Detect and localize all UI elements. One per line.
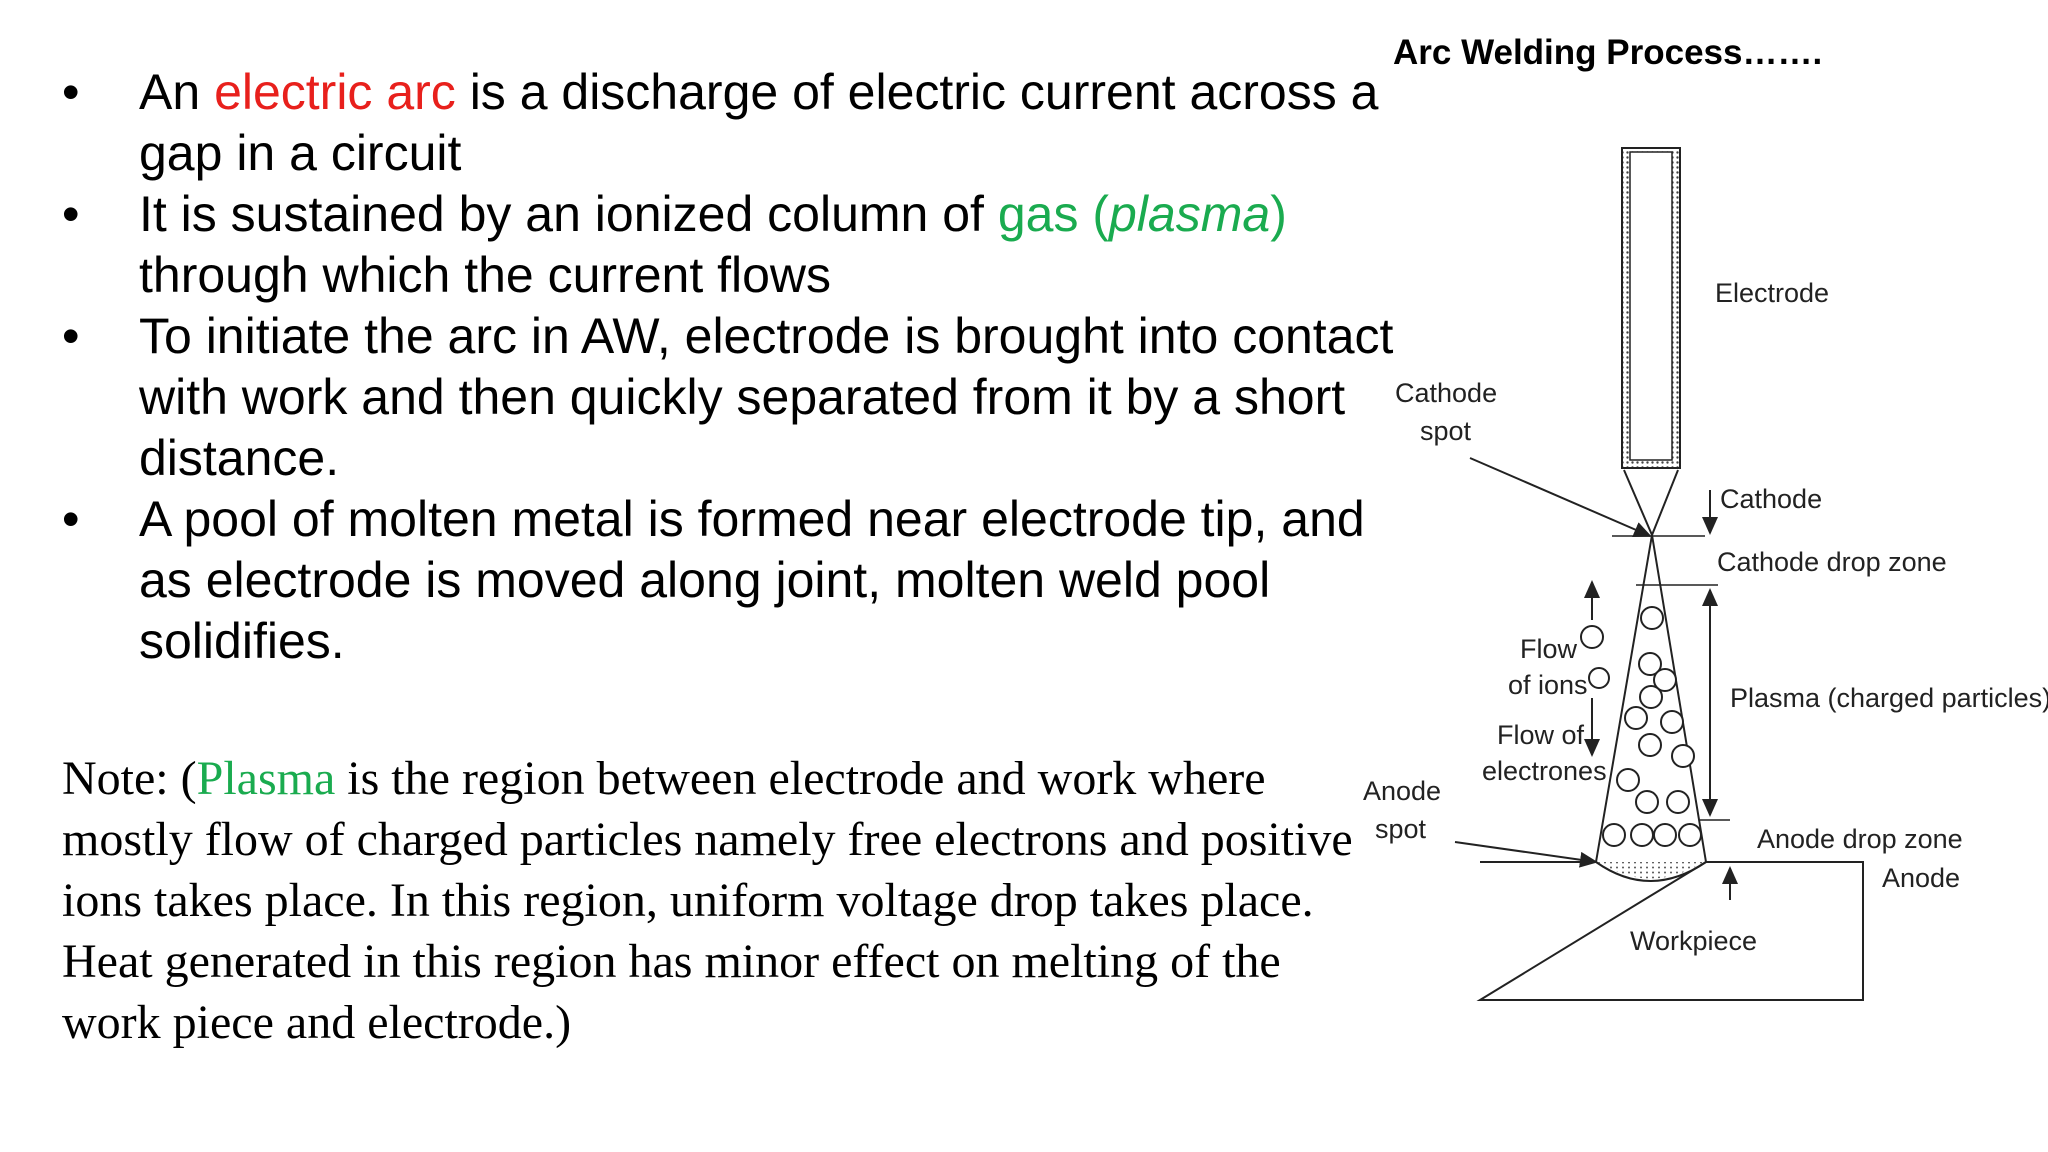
label-anode-spot-1: Anode — [1363, 776, 1441, 806]
electrode — [1621, 147, 1681, 469]
highlight-gas: gas ( — [997, 186, 1109, 242]
label-anode-spot-2: spot — [1375, 814, 1427, 844]
bullet-list: • An electric arc is a discharge of elec… — [0, 62, 1420, 672]
diagram-title: Arc Welding Process……. — [1393, 33, 1823, 72]
bullet-text: is a discharge of electric current acros… — [139, 64, 1379, 181]
ion-legend-icon — [1580, 625, 1604, 649]
charged-particles — [1602, 606, 1702, 847]
note-paragraph: Note: (Plasma is the region between elec… — [62, 748, 1362, 1053]
label-flow-ions-1: Flow — [1520, 634, 1578, 664]
bullet-text: A pool of molten metal is formed near el… — [139, 491, 1365, 669]
bullet-marker: • — [62, 308, 80, 364]
highlight-paren: ) — [1270, 186, 1287, 242]
bullet-item: • It is sustained by an ionized column o… — [0, 184, 1420, 306]
label-flow-electrons-2: electrones — [1482, 756, 1607, 786]
label-cathode-spot-1: Cathode — [1395, 378, 1497, 408]
bullet-text: An — [139, 64, 215, 120]
label-workpiece: Workpiece — [1630, 926, 1757, 956]
bullet-marker: • — [62, 64, 80, 120]
electron-legend-icon — [1588, 667, 1610, 689]
bullet-text: To initiate the arc in AW, electrode is … — [139, 308, 1394, 486]
bullet-item: • An electric arc is a discharge of elec… — [0, 62, 1420, 184]
arc-welding-diagram: Electrode Cathode spot Cathode Cathode d… — [1363, 147, 2048, 1001]
note-text: is the region between electrode and work… — [62, 752, 1353, 1049]
label-flow-ions-2: of ions — [1508, 670, 1588, 700]
highlight-electric-arc: electric arc — [214, 64, 456, 120]
bullet-text: It is sustained by an ionized column of — [139, 186, 998, 242]
weld-pool — [1598, 862, 1704, 879]
cathode-cone — [1623, 469, 1679, 538]
note-text: Note: ( — [62, 752, 197, 805]
highlight-plasma-note: Plasma — [196, 752, 336, 805]
label-flow-electrons-1: Flow of — [1497, 720, 1585, 750]
label-cathode-drop-zone: Cathode drop zone — [1717, 547, 1947, 577]
cathode-spot-leader — [1469, 457, 1652, 537]
label-plasma: Plasma (charged particles) — [1730, 683, 2048, 713]
highlight-plasma: plasma — [1109, 186, 1271, 242]
label-cathode: Cathode — [1720, 484, 1822, 514]
bullet-item: • A pool of molten metal is formed near … — [0, 489, 1420, 672]
anode-spot-leader — [1454, 841, 1598, 868]
bullet-marker: • — [62, 186, 80, 242]
bullet-item: • To initiate the arc in AW, electrode i… — [0, 306, 1420, 489]
label-electrode: Electrode — [1715, 278, 1829, 308]
label-anode: Anode — [1882, 863, 1960, 893]
bullet-text: through which the current flows — [139, 247, 832, 303]
bullet-marker: • — [62, 491, 80, 547]
label-cathode-spot-2: spot — [1420, 416, 1472, 446]
label-anode-drop-zone: Anode drop zone — [1757, 824, 1963, 854]
workpiece — [1476, 861, 1864, 1001]
